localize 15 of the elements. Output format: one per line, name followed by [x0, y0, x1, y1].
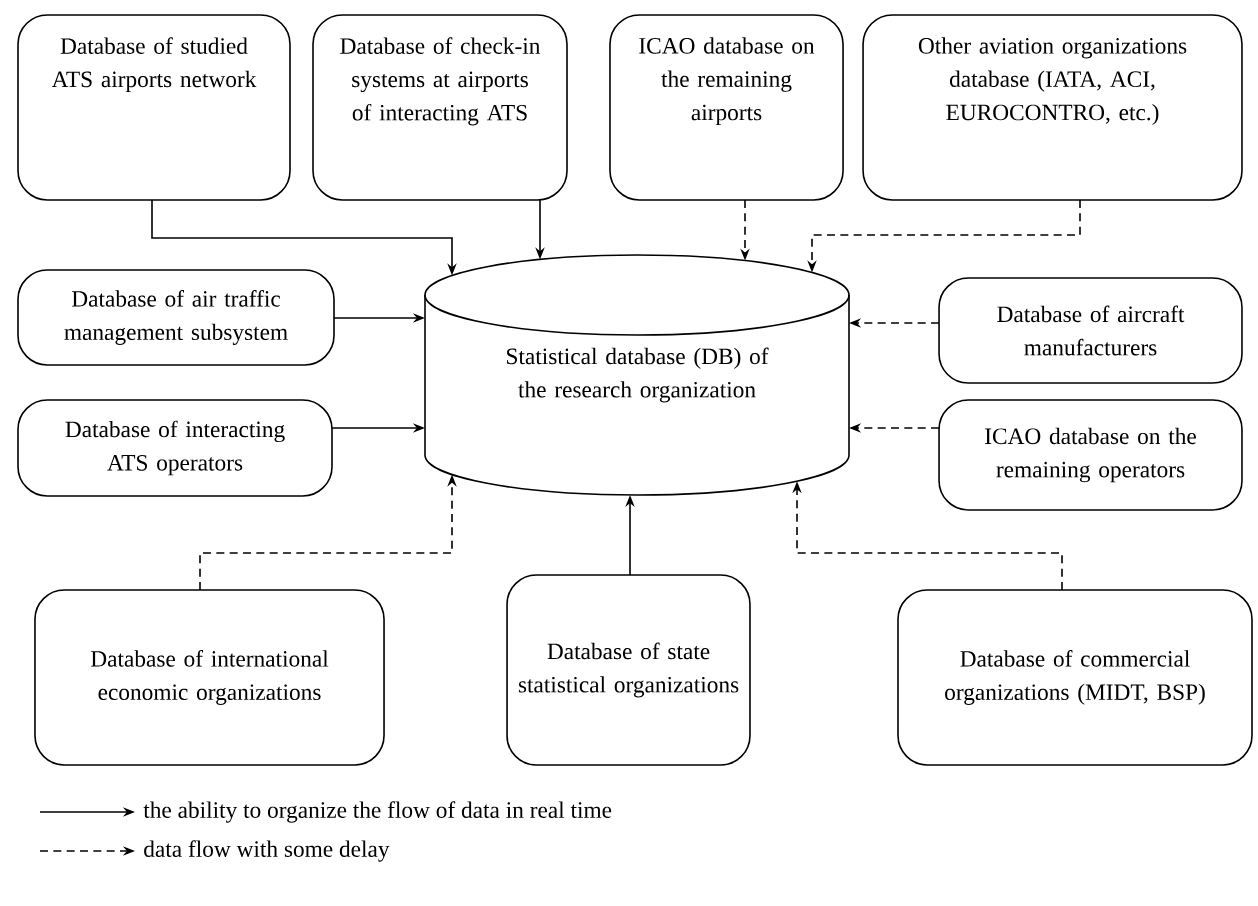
database-box: Database of commercial organizations (MIDT, BSP) [897, 589, 1253, 766]
database-cylinder: Statistical database (DB) of the research organization [424, 254, 850, 496]
legend-text: the ability to organize the flow of data in real time [143, 801, 612, 823]
database-box: Database of check-in systems at airports of interacting ATS [312, 14, 568, 201]
database-box: ICAO database on the remaining operators [938, 399, 1243, 511]
database-box: Database of interacting ATS operators [17, 399, 333, 497]
database-box: Database of studied ATS airports network [17, 14, 291, 201]
node-label: Statistical database (DB) of the research organization [507, 347, 769, 403]
database-box: Other aviation organizations database (IATA, ACI, EUROCONTRO, etc.) [862, 14, 1243, 201]
database-box: Database of international economic organizations [34, 589, 385, 766]
database-box: ICAO database on the remaining airports [609, 14, 844, 201]
legend-text: data flow with some delay [144, 840, 390, 862]
database-box: Database of state statistical organizations [506, 574, 751, 766]
database-box: Database of air traffic management subsystem [17, 269, 335, 366]
database-box: Database of aircraft manufacturers [938, 277, 1243, 384]
